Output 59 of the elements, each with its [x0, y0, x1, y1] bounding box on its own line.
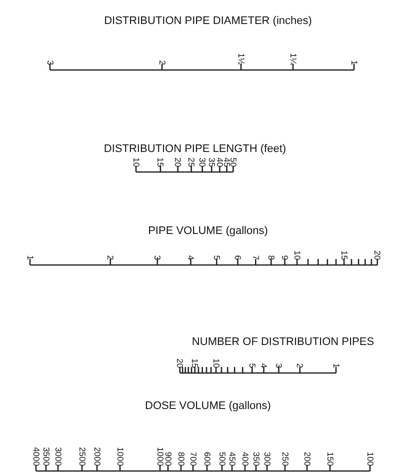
tick-label: 15 [190, 358, 200, 368]
tick-label: 800 [176, 452, 186, 466]
tick-label: 4 [260, 363, 268, 368]
tick-label: 1000 [156, 447, 164, 466]
tick-label: 2 [158, 60, 166, 65]
tick-label: 3000 [54, 447, 62, 466]
tick-label: 350 [252, 452, 260, 466]
tick-label: 15 [156, 158, 165, 167]
tick-label: 150 [326, 452, 334, 466]
tick-label: 2500 [78, 447, 86, 466]
tick-label: 1¼ [288, 53, 298, 65]
tick-label: 10 [212, 358, 220, 368]
tick-label: 4000 [32, 447, 40, 466]
tick-label: 45 [222, 158, 232, 167]
scale-title: PIPE VOLUME (gallons) [148, 225, 268, 237]
tick-label: 30 [198, 158, 207, 167]
tick-label: 20 [373, 250, 382, 260]
tick-label: 9 [280, 255, 290, 260]
tick-label: 10 [132, 158, 140, 167]
tick-label: 3500 [42, 447, 50, 466]
tick-label: 600 [202, 452, 212, 466]
tick-label: 7 [251, 255, 260, 260]
tick-label: 2000 [92, 447, 102, 466]
tick-label: 1 [26, 255, 34, 260]
tick-label: 3 [153, 255, 162, 260]
tick-label: 400 [240, 452, 250, 466]
tick-label: 4 [186, 255, 195, 260]
tick-label: 300 [262, 452, 272, 466]
tick-label: 500 [218, 452, 226, 466]
tick-label: 20 [176, 358, 184, 368]
tick-label: 450 [228, 452, 236, 466]
tick-label: 3 [46, 60, 54, 65]
tick-label: 700 [188, 452, 198, 466]
tick-label: 5 [212, 255, 221, 260]
tick-label: 1 [332, 363, 340, 368]
tick-label: 40 [215, 158, 224, 167]
tick-label: 900 [164, 452, 172, 466]
tick-label: 1½ [236, 53, 246, 65]
scale-title: DISTRIBUTION PIPE DIAMETER (inches) [104, 15, 312, 27]
tick-label: 250 [280, 452, 290, 466]
scale-title: DISTRIBUTION PIPE LENGTH (feet) [104, 143, 286, 155]
tick-label: 15 [340, 250, 348, 260]
tick-label: 1 [350, 60, 358, 65]
tick-label: 10 [292, 250, 302, 260]
tick-label: 8 [266, 255, 276, 260]
scale-title: NUMBER OF DISTRIBUTION PIPES [192, 336, 374, 348]
scale-title: DOSE VOLUME (gallons) [145, 400, 271, 412]
tick-label: 35 [207, 158, 216, 167]
tick-label: 20 [174, 158, 182, 167]
tick-label: 1000 [116, 447, 124, 466]
tick-label: 25 [187, 158, 196, 167]
tick-label: 6 [234, 255, 242, 260]
tick-label: 100 [366, 452, 374, 466]
tick-label: 2 [296, 363, 304, 368]
tick-label: 5 [248, 363, 256, 368]
tick-label: 2 [106, 255, 115, 260]
tick-label: 200 [302, 452, 312, 466]
tick-label: 3 [274, 363, 283, 368]
tick-label: 50 [228, 158, 238, 167]
